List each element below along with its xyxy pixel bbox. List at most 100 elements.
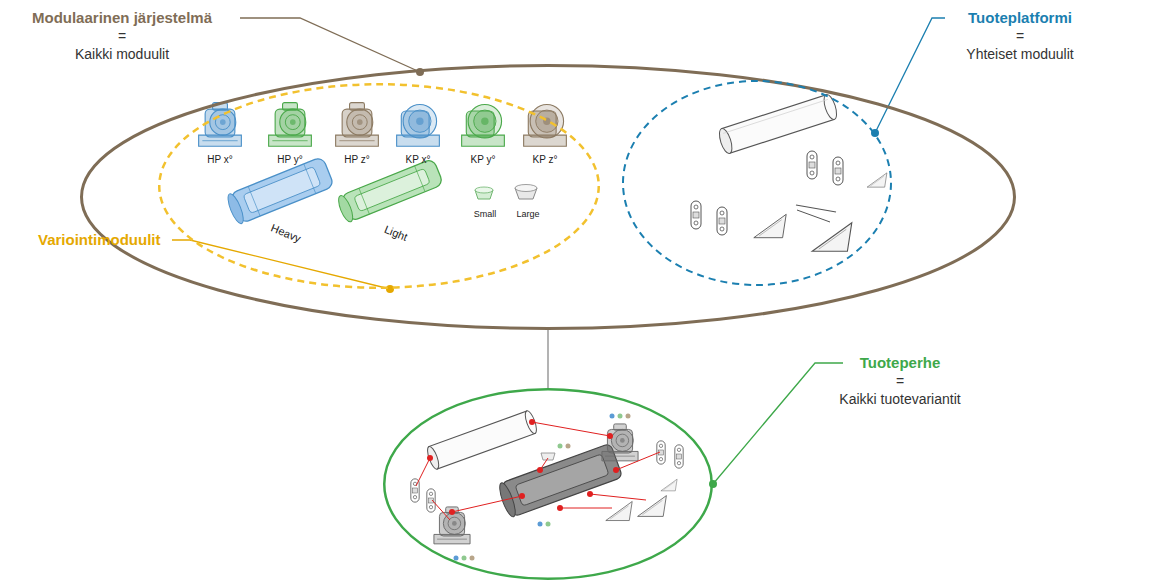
variation-modules-part-part	[475, 187, 493, 193]
heading-text: Tuoteperhe	[780, 354, 1020, 372]
leader-lines-part	[240, 18, 420, 72]
ellipse-outline	[80, 64, 1016, 330]
common-modules-part-part	[722, 95, 835, 154]
variation-modules-part-part	[336, 194, 356, 224]
variation-modules-part	[336, 103, 379, 147]
variation-modules-part-part	[515, 185, 537, 192]
ellipse-border	[384, 389, 712, 579]
leader-lines	[172, 18, 945, 488]
common-modules-part	[691, 201, 701, 229]
heading-block: Tuoteperhe=Kaikki tuotevariantit	[780, 354, 1020, 408]
variation-modules-part-part	[248, 186, 260, 216]
part-label: Small	[474, 209, 497, 219]
part-label: Light	[383, 223, 410, 243]
product-assembly-part-part	[497, 481, 519, 518]
product-assembly-part	[434, 507, 470, 544]
common-modules-part	[797, 210, 830, 222]
product-assembly-part-part	[590, 494, 646, 500]
product-assembly-part	[606, 501, 632, 520]
variation-modules-part-part	[230, 156, 335, 223]
leader-lines-part	[416, 68, 424, 76]
family-ellipse: Tuoteperhe=Kaikki tuotevariantit	[383, 388, 713, 580]
variation-modules-part	[225, 156, 334, 225]
product-assembly-part-part	[425, 445, 441, 470]
common-modules-part	[812, 223, 852, 252]
body-text: =	[2, 27, 242, 45]
common-modules-part	[833, 157, 843, 185]
part-label: KP x°	[406, 154, 431, 165]
variation-modules-part	[475, 187, 493, 199]
product-assembly-part-part	[538, 522, 543, 527]
heading-block: Tuoteplatformi=Yhteiset moduulit	[900, 9, 1140, 63]
product-assembly-part-part	[626, 414, 631, 419]
leader-lines-part	[386, 285, 394, 293]
heading-text: Modulaarinen järjestelmä	[2, 9, 242, 27]
product-assembly-part-part	[557, 505, 563, 511]
product-assembly-part	[602, 424, 638, 461]
leader-lines-part	[713, 363, 843, 484]
product-assembly-part-part	[429, 411, 535, 469]
leader-lines-part	[172, 240, 390, 289]
variation-modules-part-part	[415, 166, 425, 192]
common-modules-part	[796, 205, 836, 212]
ellipse-border	[82, 66, 1015, 329]
variation-modules-part	[397, 105, 440, 147]
ellipse-border	[159, 84, 599, 288]
heading-text: Tuoteplatformi	[900, 9, 1140, 27]
variation-modules-part	[269, 103, 312, 147]
product-assembly-part-part	[470, 556, 475, 561]
leader-lines-part	[871, 129, 879, 137]
common-modules-part	[717, 93, 839, 155]
variation-modules-part-part	[340, 158, 443, 221]
part-label: KP y°	[471, 154, 496, 165]
product-assembly-part	[425, 410, 538, 471]
part-label: HP z°	[344, 154, 370, 165]
product-assembly-part-part	[566, 444, 571, 449]
product-assembly-part-part	[515, 454, 609, 506]
product-assembly-part-part	[613, 467, 619, 473]
heading-block: Variointimoduulit	[38, 231, 178, 249]
leader-lines-part	[709, 480, 717, 488]
variant-ellipse: Variointimoduulit	[158, 83, 600, 289]
heading-block: Modulaarinen järjestelmä=Kaikki moduulit	[2, 9, 242, 63]
product-assembly-part-part	[560, 508, 612, 509]
body-text: =	[900, 27, 1140, 45]
system-ellipse: Modulaarinen järjestelmä=Kaikki moduulit…	[80, 64, 1016, 330]
connector-line	[547, 330, 549, 388]
common-modules-part-part	[723, 99, 828, 133]
common-modules-part-part	[822, 93, 840, 121]
platform-ellipse: Tuoteplatformi=Yhteiset moduulit	[622, 80, 892, 286]
product-assembly-part	[638, 496, 667, 517]
product-assembly-part	[416, 422, 660, 520]
variation-modules-part	[199, 103, 242, 147]
common-modules-part-part	[717, 127, 735, 155]
product-assembly-part-part	[427, 455, 433, 461]
product-assembly-part	[675, 445, 683, 468]
ellipse-outline	[622, 80, 892, 286]
product-assembly-part	[541, 453, 555, 460]
part-label: Heavy	[269, 222, 302, 245]
ellipse-border	[623, 81, 891, 285]
variation-modules-part-part	[354, 168, 430, 211]
variation-modules-part	[524, 105, 567, 147]
part-label: Large	[516, 209, 539, 219]
common-modules-part	[807, 151, 817, 179]
product-assembly-part-part	[607, 433, 613, 439]
product-assembly-part	[661, 479, 677, 491]
product-assembly-part	[427, 489, 435, 512]
variation-modules-part	[515, 185, 537, 200]
product-assembly-part-part	[537, 467, 543, 473]
product-assembly-part-part	[610, 414, 615, 419]
product-assembly-part-part	[558, 444, 563, 449]
product-assembly-part-part	[541, 453, 555, 460]
common-modules-part	[717, 207, 727, 235]
product-assembly	[411, 410, 683, 561]
variation-modules-part	[462, 105, 505, 147]
product-assembly-part	[454, 414, 631, 561]
common-modules-part	[754, 214, 786, 237]
heading-text: Variointimoduulit	[38, 231, 178, 249]
product-assembly-part-part	[449, 509, 455, 515]
